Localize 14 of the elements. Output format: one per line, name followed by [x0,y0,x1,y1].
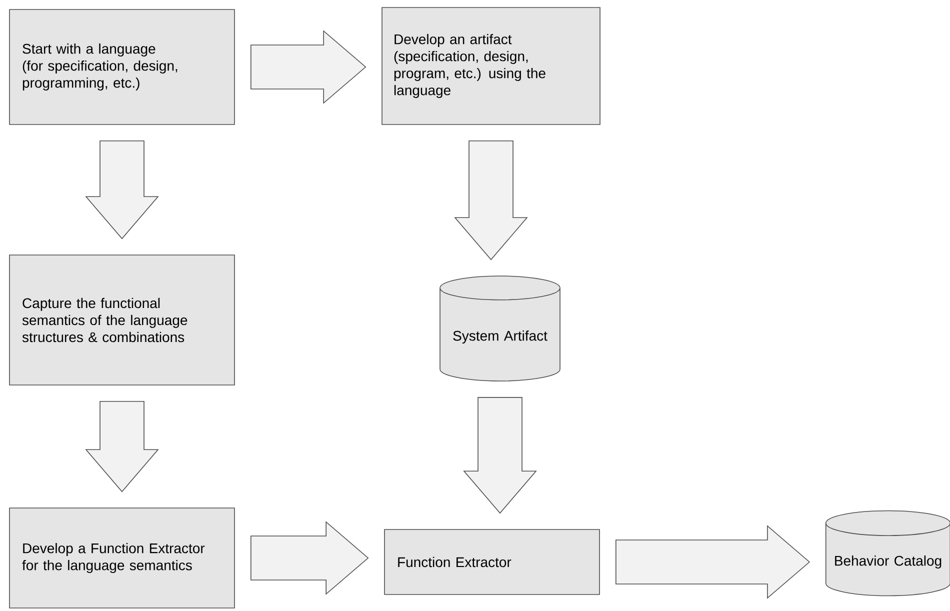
block-arrow [463,397,537,514]
block-arrow [250,521,369,595]
process-box: Start with a language (for specification, design, programming, etc.) [9,9,235,125]
process-box: Develop an artifact (specification, design, program, etc.) using the language [382,7,600,125]
block-arrow [85,401,159,492]
block-arrow [85,140,159,240]
block-arrow [616,525,810,599]
block-arrow [250,30,366,104]
process-box: Function Extractor [384,529,600,595]
database-cylinder: System Artifact [440,276,560,382]
database-cylinder: Behavior Catalog [825,510,950,596]
block-arrow [454,140,528,260]
process-box: Capture the functional semantics of the language structures & combinations [9,254,235,386]
process-box: Develop a Function Extractor for the language semantics [9,508,235,608]
